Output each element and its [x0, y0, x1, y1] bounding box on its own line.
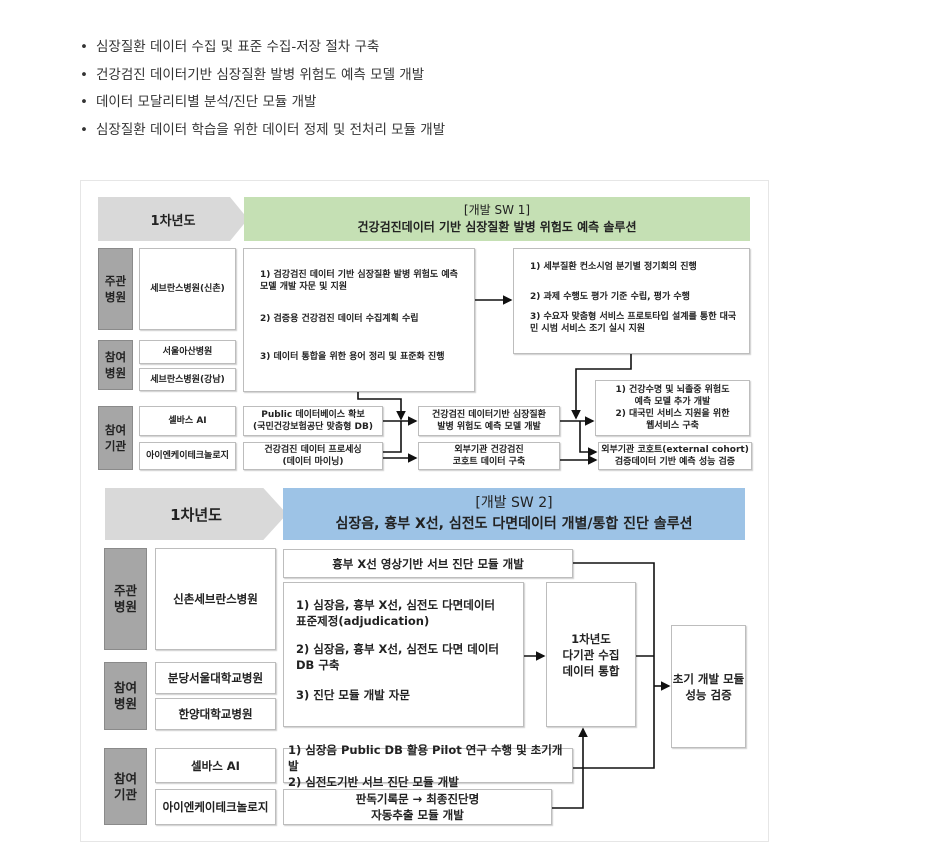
text-line: 판독기록문 → 최종진단명: [355, 792, 480, 806]
sw1-part-org-label: 참여 기관: [98, 406, 133, 470]
sw1-mgmt-tasks: 1) 세부질환 컨소시엄 분기별 정기회의 진행 2) 과제 수행도 평가 기준…: [513, 248, 750, 354]
sw2-org: 아이엔케이테크놀로지: [155, 789, 276, 825]
sw2-hospital: 한양대학교병원: [155, 698, 276, 730]
bullet-list: 심장질환 데이터 수집 및 표준 수집-저장 절차 구축 건강검진 데이터기반 …: [80, 36, 445, 146]
sw1-public-db: Public 데이터베이스 확보 (국민건강보험공단 맞춤형 DB): [243, 406, 383, 436]
text-line: Public 데이터베이스 확보: [261, 410, 365, 420]
text-line: 외부기관 코호트(external cohort): [601, 445, 749, 455]
text-line: 1) 건강수명 및 뇌졸중 위험도: [615, 385, 730, 395]
bullet-item: 심장질환 데이터 수집 및 표준 수집-저장 절차 구축: [80, 36, 445, 64]
text-line: 다기관 수집: [562, 647, 620, 662]
bullet-item: 데이터 모달리티별 분석/진단 모듈 개발: [80, 91, 445, 119]
sw1-org: 아이엔케이테크놀로지: [139, 442, 236, 470]
task-item: 2) 심전도기반 서브 진단 모듈 개발: [288, 774, 459, 789]
text-line: 성능 검증: [685, 687, 732, 702]
text-line: 2) 대국민 서비스 지원을 위한: [615, 409, 730, 419]
sw2-year-chevron: 1차년도: [105, 488, 287, 540]
sw1-title: 건강검진데이터 기반 심장질환 발병 위험도 예측 솔루션: [357, 220, 637, 234]
text-line: 건강검진 데이터 프로세싱: [264, 445, 362, 455]
sw1-part-hosp-label: 참여 병원: [98, 340, 133, 390]
sw1-title-tag: [개발 SW 1]: [463, 203, 531, 217]
task-item: 1) 심장음 Public DB 활용 Pilot 연구 수행 및 초기개발: [288, 742, 563, 773]
task-item: 3) 진단 모듈 개발 자문: [296, 688, 410, 702]
sw1-org: 셀바스 AI: [139, 406, 236, 436]
text-line: (국민건강보험공단 맞춤형 DB): [253, 422, 373, 432]
sw2-main-tasks: 1) 심장음, 흉부 X선, 심전도 다면데이터 표준제정(adjudicati…: [283, 582, 524, 727]
text-line: 1차년도: [571, 631, 611, 646]
text-line: (데이터 마이닝): [282, 457, 344, 467]
text-line: 건강검진 데이터기반 심장질환: [432, 410, 546, 420]
text-line: 예측 모델 추가 개발: [634, 397, 711, 407]
sw2-part-hosp-label: 참여 병원: [104, 662, 147, 730]
task-item: 2) 과제 수행도 평가 기준 수립, 평가 수행: [530, 292, 690, 302]
sw1-lead-label: 주관 병원: [98, 248, 133, 330]
text-line: 외부기관 건강검진: [454, 445, 524, 455]
sw2-org-tasks: 1) 심장음 Public DB 활용 Pilot 연구 수행 및 초기개발 2…: [283, 743, 573, 789]
bullet-item: 심장질환 데이터 학습을 위한 데이터 정제 및 전처리 모듈 개발: [80, 119, 445, 147]
sw2-lead-label: 주관 병원: [104, 548, 147, 650]
text-line: 발병 위험도 예측 모델 개발: [437, 422, 541, 432]
sw2-title: 심장음, 흉부 X선, 심전도 다면데이터 개별/통합 진단 솔루션: [335, 516, 693, 532]
sw1-lead-hospital: 세브란스병원(신촌): [139, 248, 236, 330]
task-item: 2) 심장음, 흉부 X선, 심전도 다면 데이터 DB 구축: [296, 642, 500, 672]
text-line: 코호트 데이터 구축: [452, 457, 526, 467]
task-item: 3) 데이터 통합을 위한 용어 정리 및 표준화 진행: [260, 352, 445, 362]
sw1-header: [개발 SW 1] 건강검진데이터 기반 심장질환 발병 위험도 예측 솔루션: [244, 197, 750, 241]
sw2-header: [개발 SW 2] 심장음, 흉부 X선, 심전도 다면데이터 개별/통합 진단…: [283, 488, 745, 540]
text-line: 검증데이터 기반 예측 성능 검증: [614, 457, 736, 467]
text-line: 데이터 통합: [562, 663, 620, 678]
sw1-hospital: 세브란스병원(강남): [139, 368, 236, 391]
sw2-lead-hospital: 신촌세브란스병원: [155, 548, 276, 650]
sw1-year-chevron: 1차년도: [98, 197, 248, 241]
text-line: 웹서비스 구축: [646, 421, 699, 431]
task-item: 1) 심장음, 흉부 X선, 심전도 다면데이터 표준제정(adjudicati…: [296, 598, 495, 628]
task-item: 1) 세부질환 컨소시엄 분기별 정기회의 진행: [530, 262, 697, 272]
task-item: 1) 검강검진 데이터 기반 심장질환 발병 위험도 예측 모델 개발 자문 및…: [260, 270, 458, 292]
text-line: 초기 개발 모듈: [672, 671, 745, 686]
sw2-part-org-label: 참여 기관: [104, 748, 147, 825]
sw1-validation: 외부기관 코호트(external cohort) 검증데이터 기반 예측 성능 …: [598, 442, 752, 470]
text-line: 자동추출 모듈 개발: [371, 808, 464, 822]
sw1-hospital: 서울아산병원: [139, 340, 236, 364]
sw1-main-tasks: 1) 검강검진 데이터 기반 심장질환 발병 위험도 예측 모델 개발 자문 및…: [243, 248, 475, 392]
sw1-data-processing: 건강검진 데이터 프로세싱 (데이터 마이닝): [243, 442, 383, 470]
sw2-hospital: 분당서울대학교병원: [155, 662, 276, 694]
task-item: 2) 검증용 건강검진 데이터 수집계획 수립: [260, 314, 419, 324]
task-item: 3) 수요자 맞춤형 서비스 프로토타입 설계를 통한 대국민 시범 서비스 조…: [530, 312, 737, 334]
sw2-org: 셀바스 AI: [155, 748, 276, 783]
sw2-xray-module: 흉부 X선 영상기반 서브 진단 모듈 개발: [283, 549, 573, 578]
bullet-item: 건강검진 데이터기반 심장질환 발병 위험도 예측 모델 개발: [80, 64, 445, 92]
sw2-title-tag: [개발 SW 2]: [475, 495, 553, 511]
